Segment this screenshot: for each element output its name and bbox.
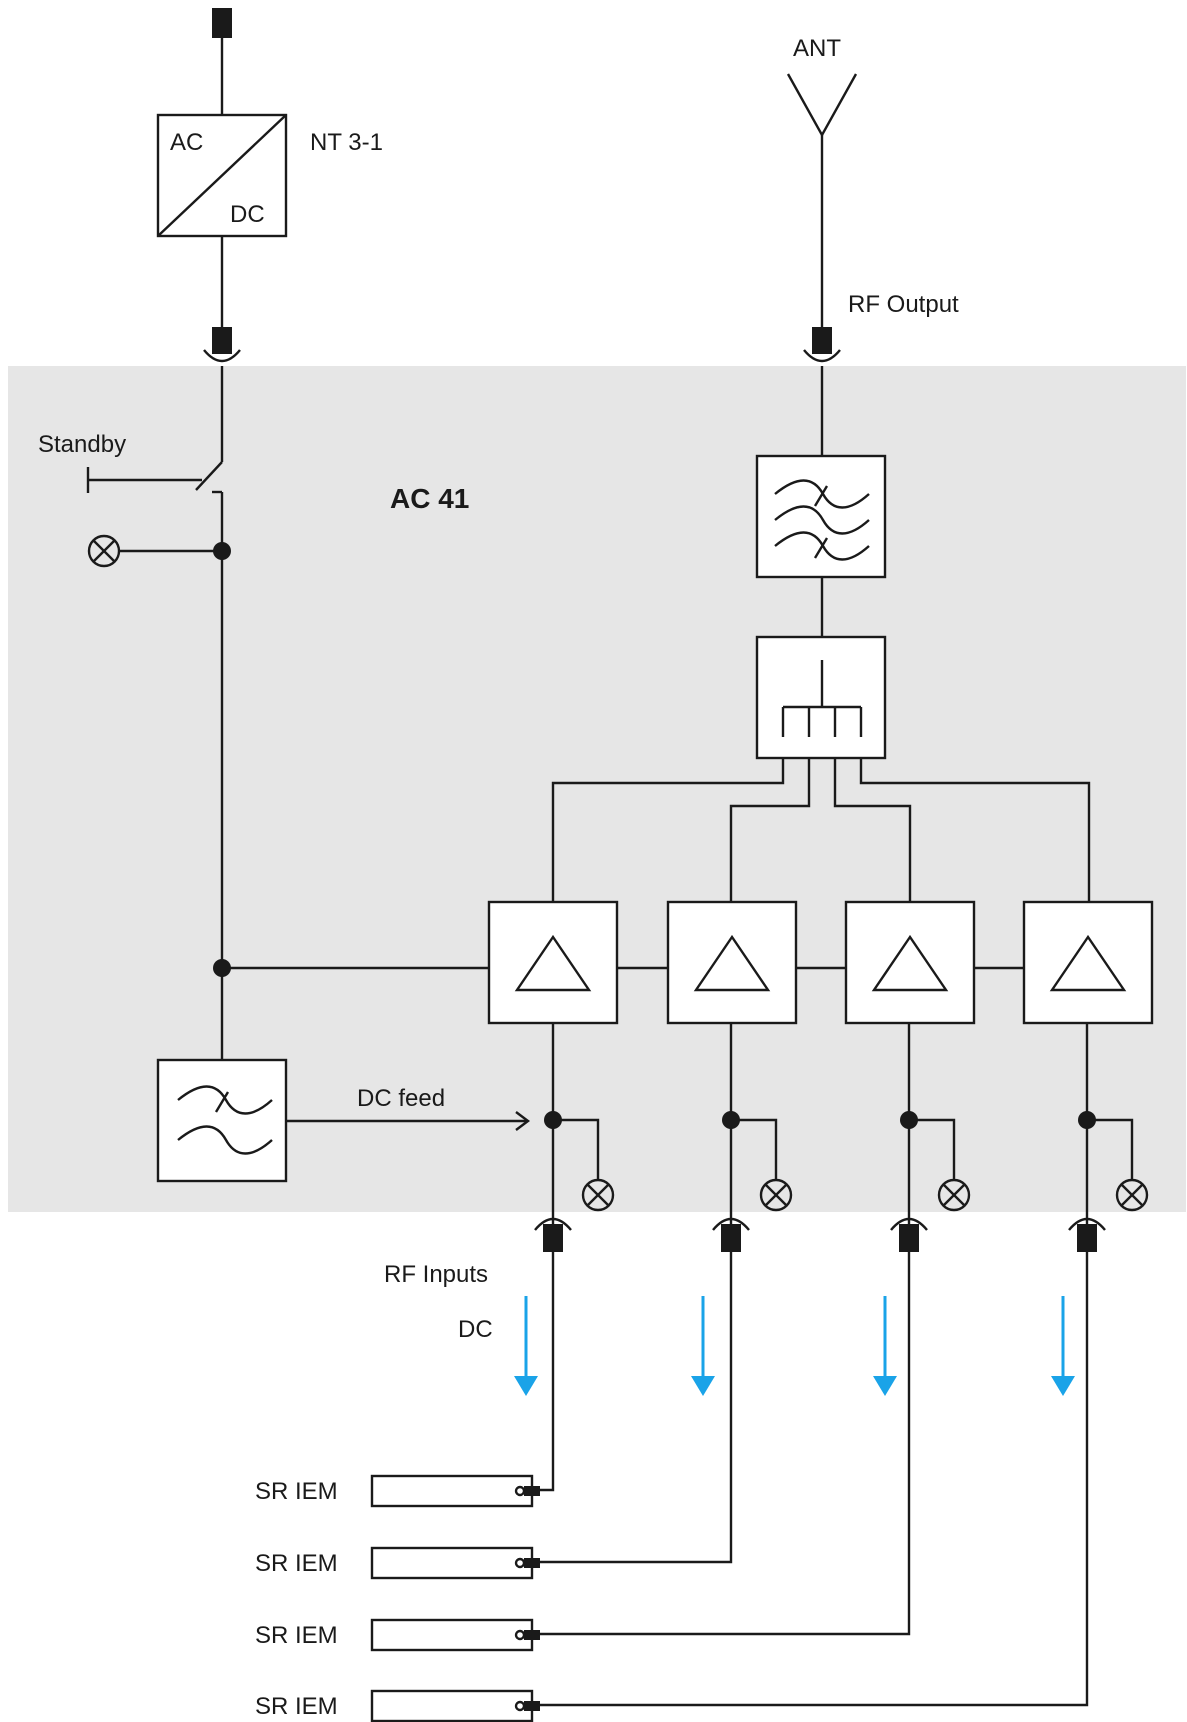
lamp-icon: [581, 1178, 615, 1212]
lamp-icon: [1115, 1178, 1149, 1212]
rf-input-channel-4: [1068, 1023, 1149, 1252]
rf-input-channel-3: [890, 1023, 971, 1252]
amplifier-icon: [487, 900, 619, 1025]
lamp-icon: [87, 534, 121, 568]
psu-block: AC DC: [156, 113, 288, 238]
amplifier-icon: [844, 900, 976, 1025]
filter-icon: [156, 1058, 288, 1183]
dc-label: DC: [458, 1316, 493, 1343]
lamp-icon: [759, 1178, 793, 1212]
receiver-3: SR IEM: [255, 1618, 540, 1652]
amplifier-icon: [666, 900, 798, 1025]
rf-inputs-label: RF Inputs: [384, 1261, 488, 1288]
lamp-icon: [937, 1178, 971, 1212]
dc-arrow-icon: [1051, 1296, 1075, 1396]
antenna-icon: [786, 73, 858, 138]
receiver-2: SR IEM: [255, 1546, 540, 1580]
receiver-1: SR IEM: [255, 1474, 540, 1508]
psu-ac-label: AC: [170, 129, 203, 156]
rf-input-channel-1: [534, 1023, 615, 1252]
receiver-label: SR IEM: [255, 1693, 338, 1720]
rf-input-channel-2: [712, 1023, 793, 1252]
power-plug-icon: [212, 8, 232, 38]
dc-feed-label: DC feed: [357, 1085, 445, 1112]
dc-arrow-icon: [873, 1296, 897, 1396]
power-connector-icon: [203, 327, 241, 363]
receiver-label: SR IEM: [255, 1622, 338, 1649]
rf-output-connector-icon: [803, 327, 841, 363]
psu-dc-label: DC: [230, 201, 265, 228]
standby-label: Standby: [38, 431, 126, 458]
receiver-4: SR IEM: [255, 1689, 540, 1722]
dc-arrow-icon: [691, 1296, 715, 1396]
receiver-label: SR IEM: [255, 1478, 338, 1505]
device-title: AC 41: [390, 483, 469, 514]
dc-arrow-icon: [514, 1296, 538, 1396]
receiver-label: SR IEM: [255, 1550, 338, 1577]
amplifier-icon: [1022, 900, 1154, 1025]
splitter-icon: [755, 635, 887, 760]
antenna-label: ANT: [793, 35, 841, 62]
bandpass-filter-icon: [755, 454, 887, 579]
rf-output-label: RF Output: [848, 291, 959, 318]
psu-name-label: NT 3-1: [310, 129, 383, 156]
